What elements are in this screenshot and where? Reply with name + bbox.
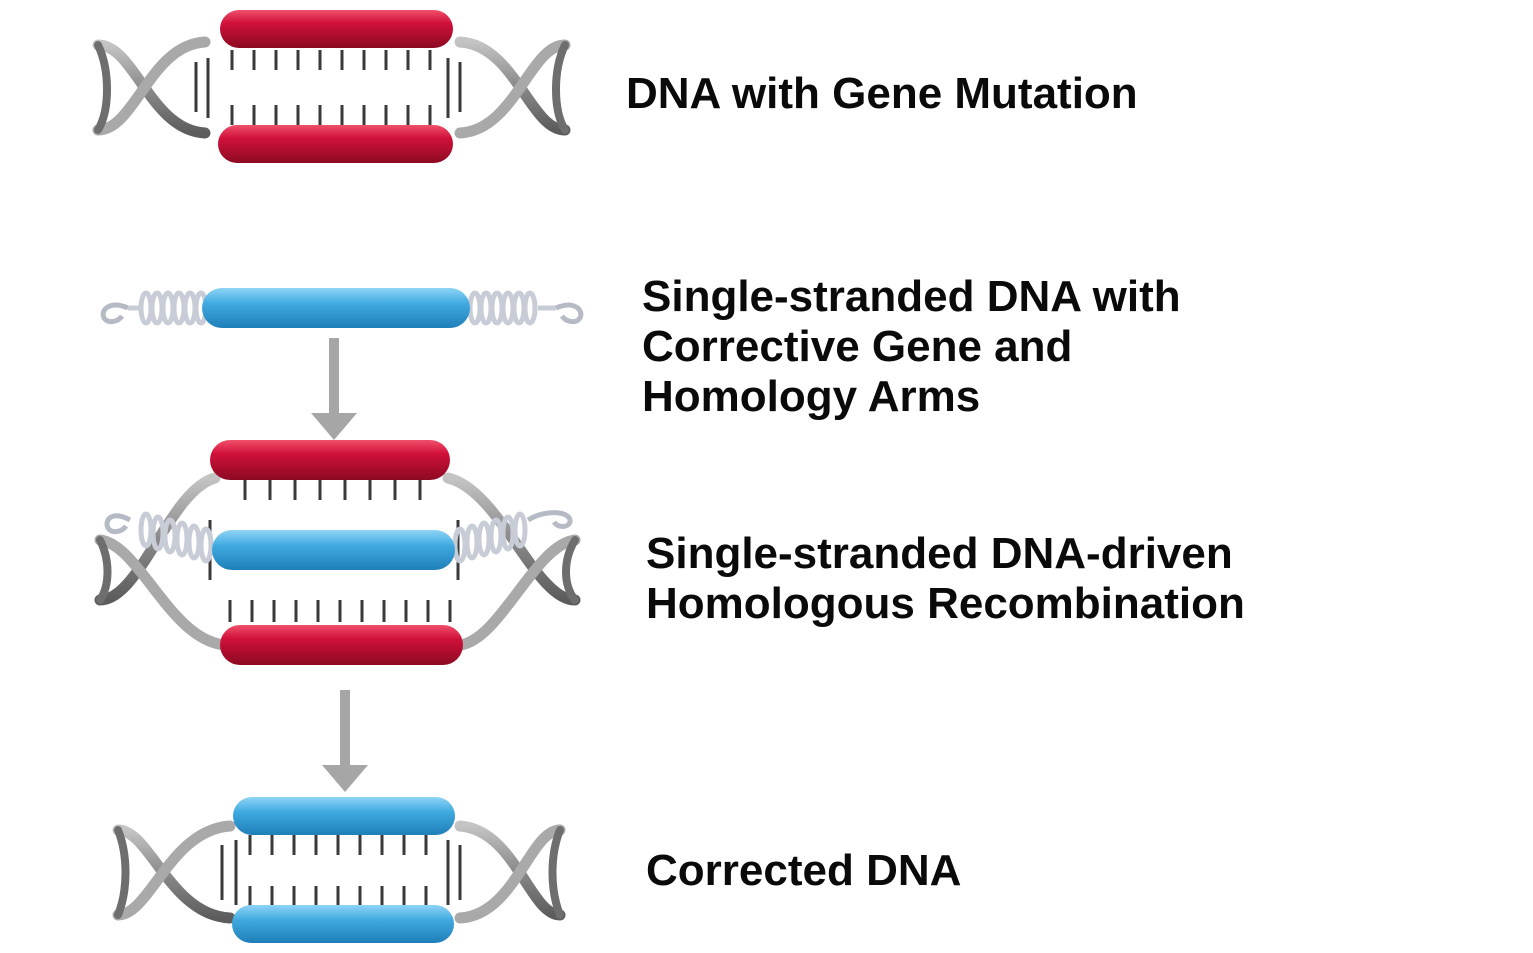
single-strand-dna [100, 288, 584, 328]
corrective-gene-top [233, 797, 455, 835]
homology-arm-right [452, 510, 573, 564]
base-pair-rungs [194, 50, 462, 125]
mutated-dna-helix [92, 10, 571, 163]
label-recombination: Single-stranded DNA-driven Homologous Re… [646, 529, 1245, 629]
homology-arm-right [467, 290, 584, 326]
dna-backbone-left [92, 36, 211, 139]
label-line: Homology Arms [642, 372, 981, 421]
label-text: DNA with Gene Mutation [626, 69, 1138, 118]
label-text: Corrected DNA [646, 846, 962, 895]
base-pair-rungs [220, 835, 462, 906]
homology-arm-left [104, 511, 214, 564]
label-single-strand-dna: Single-stranded DNA with Corrective Gene… [642, 272, 1181, 422]
label-mutated-dna: DNA with Gene Mutation [626, 69, 1138, 119]
label-line: Single-stranded DNA-driven [646, 529, 1233, 578]
dna-backbone-right [454, 36, 571, 139]
corrective-gene [202, 288, 470, 328]
dna-backbone-right [454, 820, 566, 924]
label-corrected-dna: Corrected DNA [646, 846, 961, 896]
homology-arm-left [100, 290, 209, 326]
corrective-gene [212, 530, 455, 570]
label-line: Corrective Gene and [642, 322, 1073, 371]
mutant-gene-bottom [220, 625, 463, 665]
corrective-gene-bottom [232, 905, 454, 943]
mutant-gene-bottom [218, 125, 453, 163]
label-line: Homologous Recombination [646, 579, 1245, 628]
mutant-gene-top [210, 440, 450, 480]
down-arrow-1 [311, 338, 357, 440]
down-arrow-2 [322, 690, 368, 792]
corrected-dna-helix [112, 797, 566, 943]
recombination-complex [94, 440, 581, 665]
dna-backbone-left [112, 820, 236, 924]
mutant-gene-top [220, 10, 453, 48]
label-line: Single-stranded DNA with [642, 272, 1181, 321]
dna-backbone-right [442, 472, 581, 651]
